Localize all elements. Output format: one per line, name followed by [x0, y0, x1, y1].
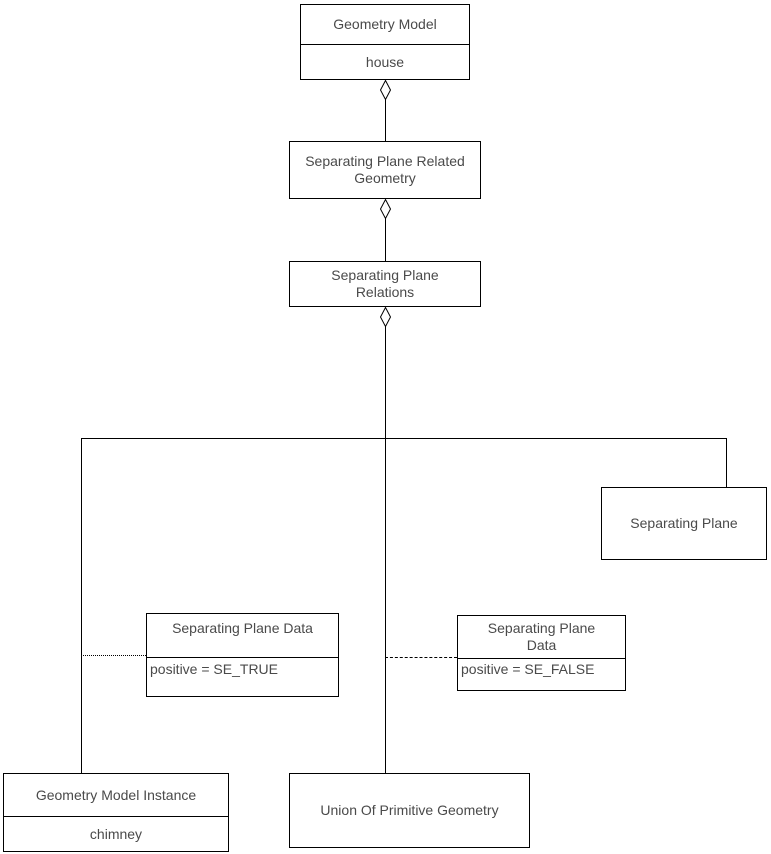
edge-related-geometry-to-relations [385, 218, 386, 261]
node-attribute: positive = SE_FALSE [458, 658, 625, 690]
node-title: Geometry Model [333, 16, 437, 32]
node-separating-plane-data-true[interactable]: Separating Plane Data positive = SE_TRUE [146, 613, 339, 697]
node-separating-plane-relations[interactable]: Separating Plane Relations [289, 261, 481, 307]
node-geometry-model-instance[interactable]: Geometry Model Instance chimney [3, 773, 229, 852]
edge-branch-left-vertical [81, 438, 82, 773]
node-title: Separating Plane Relations [331, 267, 439, 300]
aggregation-diamond-icon [379, 307, 392, 327]
node-title: Separating Plane Data [487, 620, 596, 653]
edge-geometry-model-to-related-geometry [385, 99, 386, 141]
node-separating-plane-data-false[interactable]: Separating Plane Data positive = SE_FALS… [457, 615, 626, 691]
node-title: Separating Plane Related Geometry [305, 153, 465, 186]
node-title: Geometry Model Instance [35, 786, 197, 803]
node-separating-plane[interactable]: Separating Plane [601, 487, 767, 560]
node-union-of-primitive-geometry[interactable]: Union Of Primitive Geometry [289, 773, 530, 848]
edge-branch-right-vertical [726, 438, 727, 487]
edge-link-data-false [385, 657, 457, 658]
edge-link-data-true [81, 655, 146, 656]
edge-branch-horizontal [81, 438, 727, 439]
aggregation-diamond-icon [379, 80, 392, 100]
edge-relations-trunk-to-union [385, 326, 386, 773]
node-geometry-model[interactable]: Geometry Model house [300, 4, 470, 80]
node-title: Union Of Primitive Geometry [320, 802, 499, 818]
node-separating-plane-related-geometry[interactable]: Separating Plane Related Geometry [289, 141, 481, 199]
node-title: Separating Plane [630, 515, 738, 531]
node-title: Separating Plane Data [172, 620, 313, 636]
node-attribute: positive = SE_TRUE [147, 657, 338, 696]
node-value: chimney [4, 816, 228, 851]
node-value: house [301, 44, 469, 79]
aggregation-diamond-icon [379, 199, 392, 219]
